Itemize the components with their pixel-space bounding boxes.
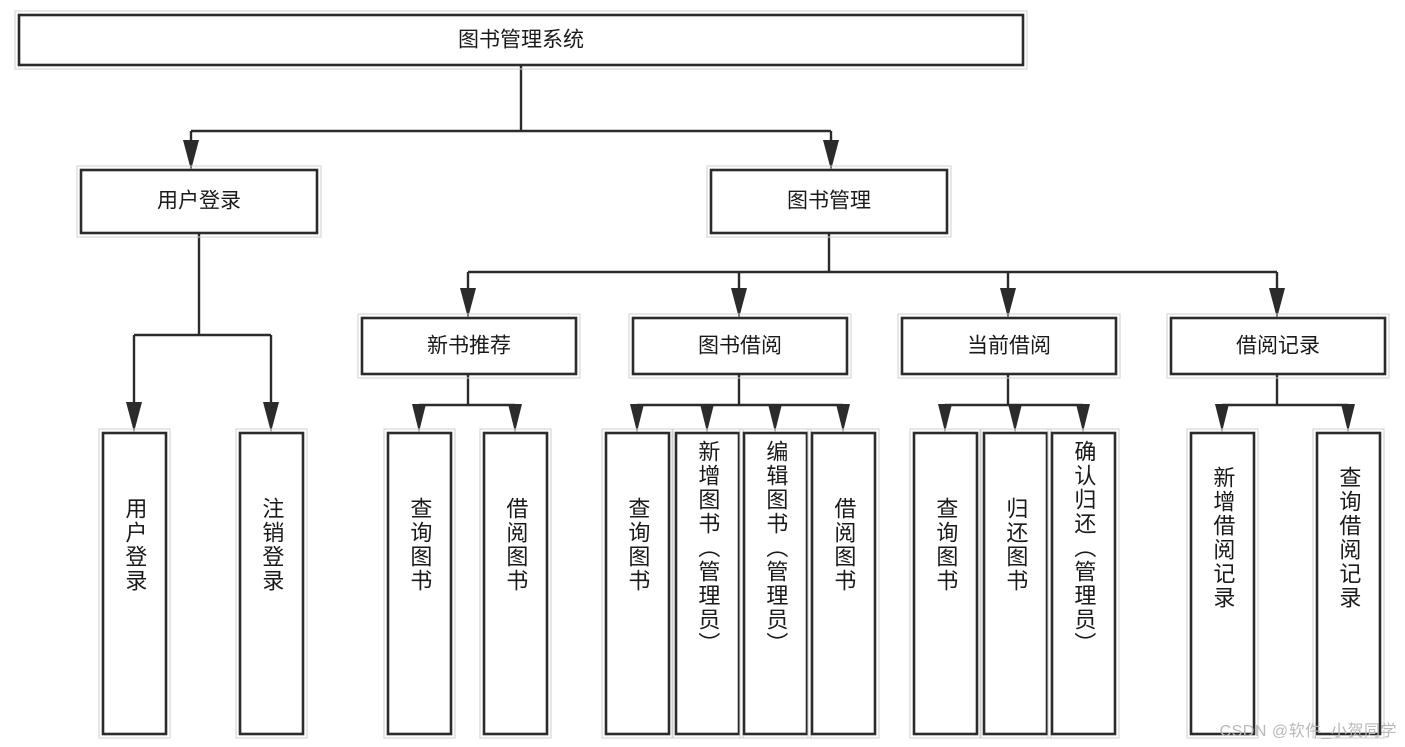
- leaf-node-borrow-book-recommend[interactable]: [479, 428, 552, 739]
- node-user-login[interactable]: 用户登录: [76, 165, 322, 238]
- node-root-label: 图书管理系统: [458, 29, 584, 52]
- leaf-node-add-book[interactable]: [671, 428, 744, 739]
- leaf-node-borrow-book[interactable]: [807, 428, 880, 739]
- leaf-node-query-book-borrow[interactable]: [601, 428, 674, 739]
- connector-borrowrecord-to-leaves: [1215, 374, 1355, 432]
- connector-currentborrow-to-leaves: [938, 374, 1090, 432]
- node-borrow-record[interactable]: 借阅记录: [1166, 313, 1390, 379]
- node-book-management[interactable]: 图书管理: [706, 165, 952, 238]
- leaf-node-query-borrow-record[interactable]: [1312, 428, 1385, 739]
- leaf-node-add-borrow-record[interactable]: [1186, 428, 1259, 739]
- leaf-node-return-book[interactable]: [979, 428, 1052, 739]
- connector-bookmgmt-to-level3: [460, 233, 1285, 318]
- leaf-node-query-book-recommend[interactable]: [383, 428, 456, 739]
- node-book-borrow[interactable]: 图书借阅: [628, 313, 852, 379]
- leaf-node-query-book-current[interactable]: [909, 428, 982, 739]
- leaf-node-confirm-return[interactable]: [1047, 428, 1120, 739]
- node-current-borrow-label: 当前借阅: [967, 335, 1051, 358]
- leaf-node-user-login[interactable]: [98, 428, 171, 739]
- node-current-borrow[interactable]: 当前借阅: [897, 313, 1121, 379]
- connector-userlogin-to-leaves: [126, 233, 279, 432]
- node-book-management-label: 图书管理: [787, 190, 871, 213]
- leaf-node-logout[interactable]: [235, 428, 308, 739]
- node-new-book-recommend[interactable]: 新书推荐: [357, 313, 581, 379]
- connector-root-to-level2: [183, 65, 839, 170]
- node-user-login-label: 用户登录: [157, 190, 241, 213]
- leaf-node-edit-book[interactable]: [739, 428, 812, 739]
- node-root[interactable]: 图书管理系统: [14, 10, 1028, 70]
- connector-newbook-to-leaves: [412, 374, 522, 432]
- connector-bookborrow-to-leaves: [630, 374, 850, 432]
- node-book-borrow-label: 图书借阅: [698, 335, 782, 358]
- watermark-text: CSDN @软件_小贺同学: [1219, 723, 1397, 740]
- node-borrow-record-label: 借阅记录: [1236, 335, 1320, 358]
- node-new-book-recommend-label: 新书推荐: [427, 335, 511, 358]
